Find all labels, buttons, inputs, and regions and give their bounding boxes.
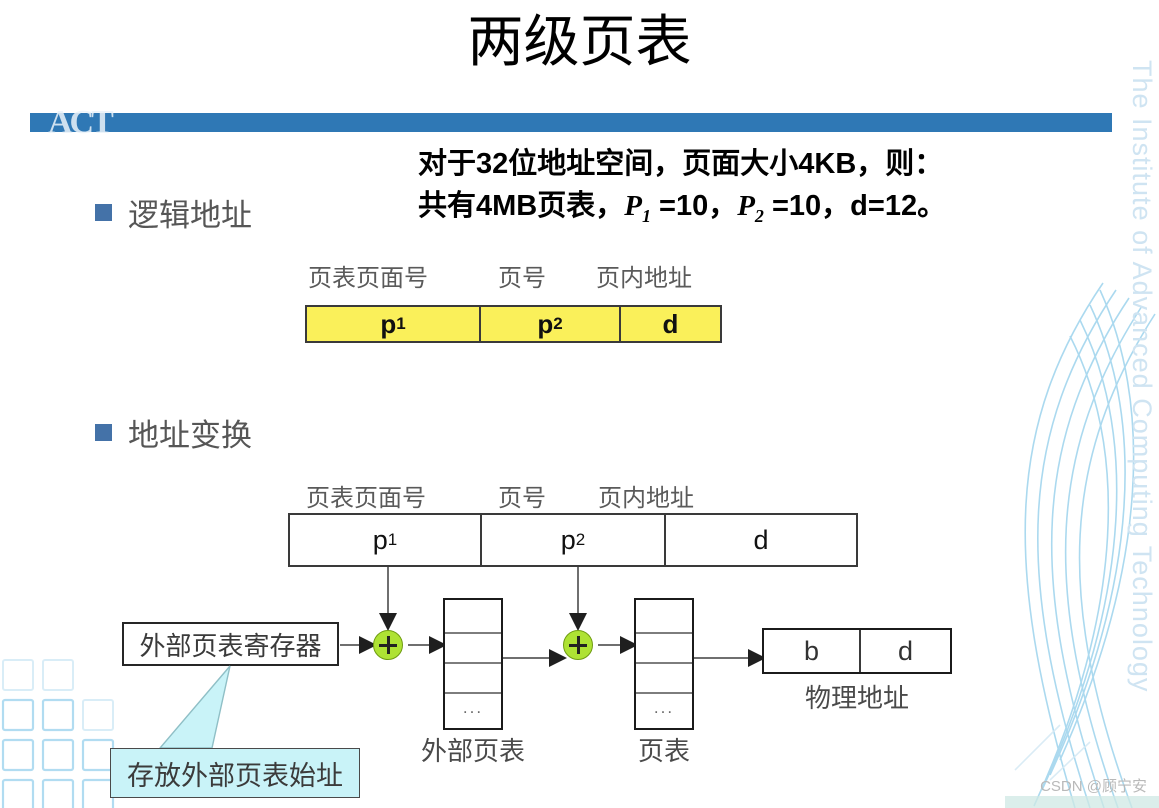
translation-p2-sub: 2 — [575, 530, 586, 549]
p1-symbol: P — [624, 190, 642, 222]
table-row-divider — [445, 662, 501, 664]
outer-page-table-box: ... — [443, 598, 503, 730]
label-page-no-2: 页号 — [498, 485, 546, 512]
translation-p2-symbol: p — [560, 524, 576, 555]
bullet-label-address-translation: 地址变换 — [128, 418, 252, 453]
translation-address-cell-d: d — [664, 515, 856, 565]
label-page-table-page-no-1: 页表页面号 — [308, 265, 428, 292]
emphasis-text: 对于32位地址空间，页面大小4KB，则： 共有4MB页表，P1 =10，P2 =… — [418, 143, 1148, 237]
page-table-caption: 页表 — [637, 736, 690, 766]
label-page-no-1: 页号 — [498, 265, 546, 292]
table-row-divider — [636, 632, 692, 634]
emphasis-line-1: 对于32位地址空间，页面大小4KB，则： — [418, 148, 944, 180]
header-accent-bar — [30, 113, 1112, 132]
label-offset-2: 页内地址 — [598, 485, 694, 512]
table-row-divider — [445, 692, 501, 694]
p1-value: =10， — [650, 190, 738, 222]
logical-p2-sub: 2 — [553, 314, 563, 333]
logical-p2-symbol: p — [537, 308, 554, 339]
translation-p1-sub: 1 — [387, 530, 398, 549]
label-offset-1: 页内地址 — [596, 265, 692, 292]
outer-page-table-register-box: 外部页表寄存器 — [122, 622, 339, 666]
table-ellipsis: ... — [653, 698, 675, 717]
emphasis-line-2-prefix: 共有4MB页表， — [418, 190, 625, 222]
callout-store-outer-page-table-base: 存放外部页表始址 — [110, 748, 360, 798]
bullet-square-icon — [95, 204, 112, 221]
translation-p1-symbol: p — [372, 524, 388, 555]
bullet-label-logical-address: 逻辑地址 — [128, 198, 252, 233]
physical-address-box: b d — [762, 628, 952, 674]
label-page-table-page-no-2: 页表页面号 — [306, 485, 426, 512]
logical-d-symbol: d — [662, 308, 679, 339]
logical-p1-symbol: p — [380, 308, 397, 339]
p1-subscript: 1 — [641, 205, 651, 226]
vertical-watermark: The Institute of Advanced Computing Tech… — [1127, 60, 1157, 693]
csdn-credit: CSDN @顾宁安 — [1040, 778, 1147, 795]
p2-subscript: 2 — [754, 205, 764, 226]
physical-address-cell-b: b — [803, 635, 820, 666]
table-row-divider — [445, 632, 501, 634]
physical-address-cell-d: d — [859, 630, 950, 672]
physical-address-caption: 物理地址 — [804, 683, 909, 713]
table-ellipsis: ... — [462, 698, 484, 717]
logical-address-cell-d: d — [619, 307, 720, 341]
logical-p1-sub: 1 — [396, 314, 406, 333]
translation-d-symbol: d — [753, 524, 769, 555]
page-table-box: ... — [634, 598, 694, 730]
outer-page-table-caption: 外部页表 — [420, 736, 525, 766]
page-title: 两级页表 — [467, 10, 692, 73]
emphasis-line-2: 共有4MB页表，P1 =10，P2 =10，d=12。 — [418, 185, 1148, 237]
table-row-divider — [636, 662, 692, 664]
p2-value: =10，d=12。 — [763, 190, 947, 222]
adder-plus-circle-icon-2 — [563, 630, 593, 660]
act-logo: ACT — [48, 104, 114, 141]
bullet-logical-address: 逻辑地址 — [95, 190, 252, 235]
table-row-divider — [636, 692, 692, 694]
p2-symbol: P — [737, 190, 755, 222]
adder-plus-circle-icon-1 — [373, 630, 403, 660]
bullet-square-icon — [95, 424, 112, 441]
bullet-address-translation: 地址变换 — [95, 410, 252, 455]
